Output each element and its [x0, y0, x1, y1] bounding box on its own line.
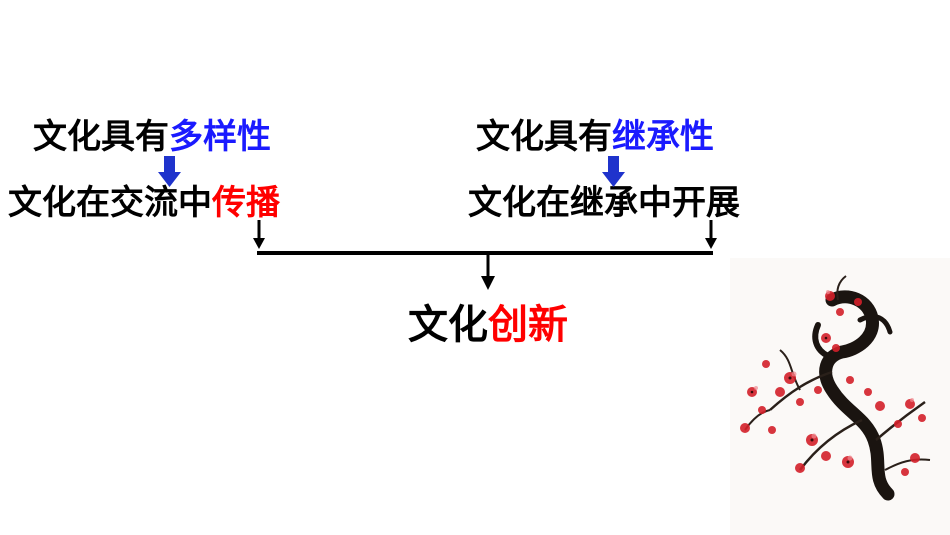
conclusion-prefix: 文化 — [408, 302, 488, 348]
left-result-prefix: 文化在交流中 — [8, 183, 212, 223]
left-result-emphasis: 传播 — [212, 183, 280, 223]
left-blue-down-arrow-icon — [158, 156, 181, 187]
right-premise-prefix: 文化具有 — [476, 117, 612, 157]
conclusion-emphasis: 创新 — [488, 302, 568, 348]
left-premise-text: 文化具有多样性 — [33, 120, 271, 154]
center-down-arrow-icon — [481, 253, 495, 290]
right-premise-text: 文化具有继承性 — [476, 120, 714, 154]
left-premise-prefix: 文化具有 — [33, 117, 169, 157]
left-premise-emphasis: 多样性 — [169, 117, 271, 157]
right-premise-emphasis: 继承性 — [612, 117, 714, 157]
right-result-text: 文化在继承中开展 — [468, 183, 740, 223]
left-connector-arrow-icon — [253, 220, 265, 249]
left-result-text: 文化在交流中传播 — [8, 186, 280, 220]
conclusion-text: 文化创新 — [408, 305, 568, 345]
right-blue-down-arrow-icon — [602, 156, 625, 187]
right-connector-arrow-icon — [705, 220, 717, 249]
